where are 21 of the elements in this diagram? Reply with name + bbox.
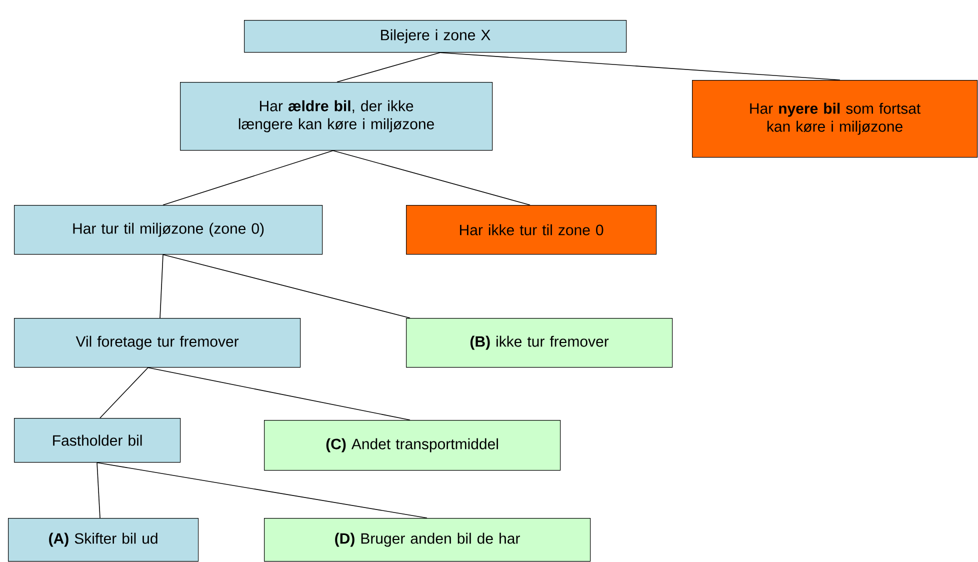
tree-box: Bilejere i zone X — [244, 20, 627, 53]
tree-box: Har tur til miljøzone (zone 0) — [14, 205, 323, 255]
tree-box: Har ikke tur til zone 0 — [406, 205, 657, 255]
tree-box: (D) Bruger anden bil de har — [264, 518, 591, 562]
connector-line — [162, 254, 410, 318]
connector-line — [336, 52, 440, 82]
tree-box: Har ældre bil, der ikke længere kan køre i miljøzone — [180, 82, 493, 151]
connector-line — [440, 52, 840, 80]
tree-box: (B) ikke tur fremover — [406, 318, 673, 368]
tree-box: (A) Skifter bil ud — [8, 518, 199, 562]
tree-box: (C) Andet transportmiddel — [264, 420, 561, 471]
tree-box: Har nyere bil som fortsat kan køre i miljøzone — [692, 80, 978, 158]
connector-line — [96, 462, 428, 518]
connector-line — [162, 150, 334, 206]
connector-line — [160, 254, 164, 318]
tree-box: Fastholder bil — [14, 418, 181, 463]
connector-line — [96, 462, 100, 518]
connector-line — [148, 367, 410, 420]
connector-line — [332, 150, 530, 206]
tree-box: Vil foretage tur fremover — [14, 318, 301, 368]
connector-line — [100, 367, 148, 418]
